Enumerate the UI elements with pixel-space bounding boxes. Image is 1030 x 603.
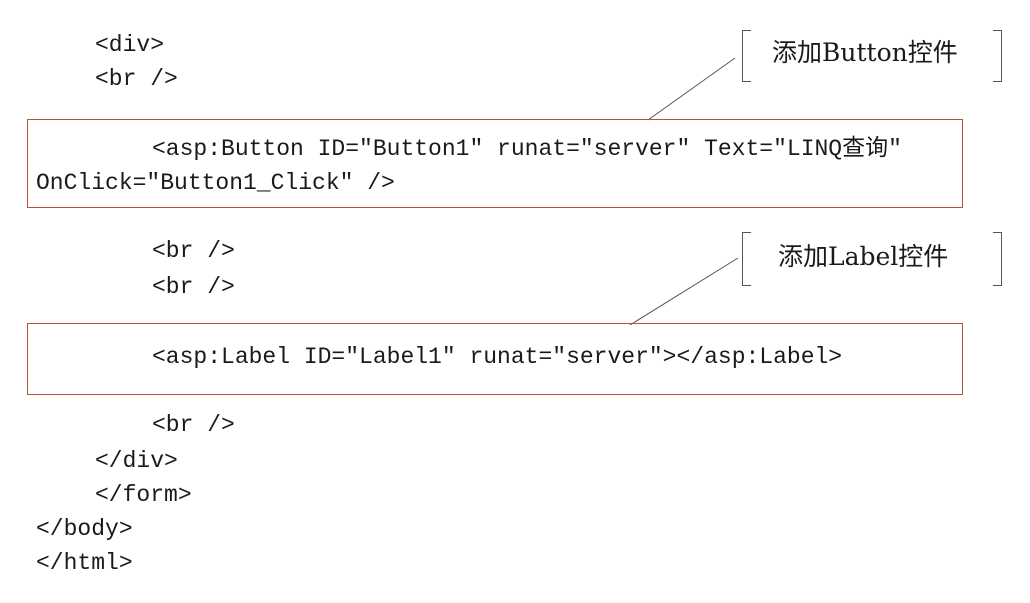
code-line-onclick: OnClick="Button1_Click" />	[36, 170, 395, 196]
button-callout-bracket-right	[993, 30, 1002, 82]
code-line-html-close: </html>	[36, 550, 133, 576]
code-line-body-close: </body>	[36, 516, 133, 542]
code-line-br-4: <br />	[152, 412, 235, 438]
code-line-div-open: <div>	[95, 32, 165, 58]
code-line-form-close: </form>	[95, 482, 192, 508]
code-line-asp-button: <asp:Button ID="Button1" runat="server" …	[152, 136, 902, 162]
code-line-br-1: <br />	[95, 66, 178, 92]
button-callout-bracket-left	[742, 30, 751, 82]
code-line-div-close: </div>	[95, 448, 178, 474]
button-callout-text: 添加Button控件	[772, 38, 958, 67]
label-highlight-box	[27, 323, 963, 395]
label-callout-bracket-left	[742, 232, 751, 286]
label-callout-bracket-right	[993, 232, 1002, 286]
code-line-br-2: <br />	[152, 238, 235, 264]
label-leader-line	[629, 257, 739, 326]
label-callout-text: 添加Label控件	[778, 242, 949, 271]
code-line-asp-label: <asp:Label ID="Label1" runat="server"></…	[152, 344, 843, 370]
code-line-br-3: <br />	[152, 274, 235, 300]
button-leader-line	[647, 57, 736, 121]
button-highlight-box	[27, 119, 963, 208]
